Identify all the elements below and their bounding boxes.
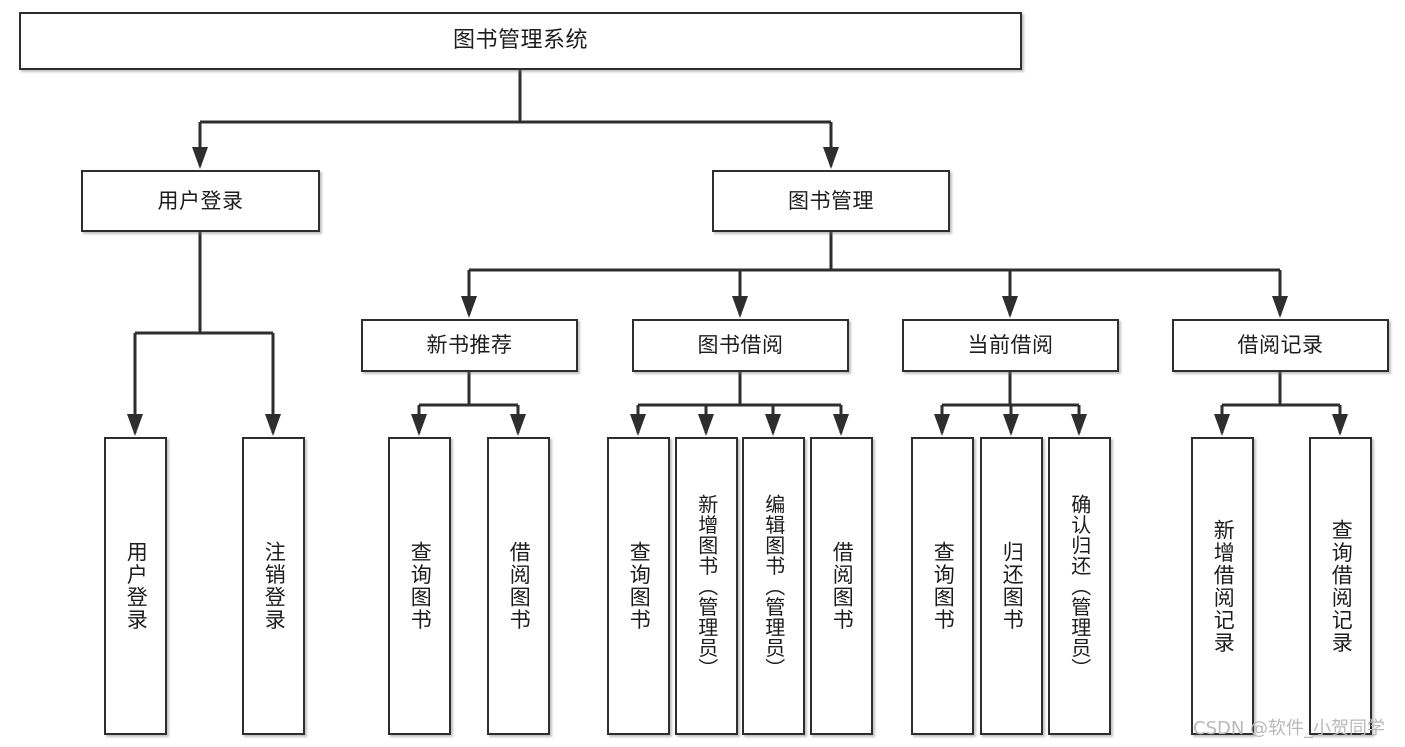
level2-label: 图书管理 (788, 188, 874, 213)
leaf-box-4[interactable]: 查询图书 (607, 437, 670, 735)
leaf-label: 查询图书 (627, 541, 652, 631)
leaf-label: 编辑图书（管理员） (761, 493, 786, 679)
leaf-box-12[interactable]: 查询借阅记录 (1309, 437, 1372, 735)
leaf-label: 借阅图书 (830, 541, 855, 631)
leaf-box-6[interactable]: 编辑图书（管理员） (742, 437, 805, 735)
level3-label: 借阅记录 (1237, 333, 1324, 358)
level2-box-0[interactable]: 用户登录 (81, 170, 320, 232)
leaf-label: 用户登录 (124, 541, 149, 631)
leaf-box-8[interactable]: 查询图书 (911, 437, 974, 735)
level3-label: 新书推荐 (426, 333, 513, 358)
level3-box-3[interactable]: 借阅记录 (1172, 319, 1389, 372)
level3-box-2[interactable]: 当前借阅 (902, 319, 1119, 372)
leaf-box-11[interactable]: 新增借阅记录 (1191, 437, 1254, 735)
leaf-label: 新增图书（管理员） (694, 493, 719, 679)
level3-box-1[interactable]: 图书借阅 (632, 319, 849, 372)
leaf-box-2[interactable]: 查询图书 (388, 437, 451, 735)
leaf-label: 借阅图书 (507, 541, 532, 631)
leaf-label: 查询图书 (408, 541, 433, 631)
leaf-label: 注销登录 (262, 541, 287, 631)
leaf-box-9[interactable]: 归还图书 (980, 437, 1043, 735)
leaf-label: 确认归还（管理员） (1067, 493, 1092, 679)
level2-box-1[interactable]: 图书管理 (712, 170, 950, 232)
leaf-box-7[interactable]: 借阅图书 (810, 437, 873, 735)
watermark-text: CSDN @软件_小贺同学 (1193, 718, 1386, 739)
level2-label: 用户登录 (157, 188, 244, 213)
level3-box-0[interactable]: 新书推荐 (361, 319, 578, 372)
leaf-box-3[interactable]: 借阅图书 (487, 437, 550, 735)
leaf-label: 归还图书 (1000, 541, 1025, 631)
leaf-label: 新增借阅记录 (1211, 518, 1236, 654)
root-label: 图书管理系统 (452, 28, 588, 54)
leaf-label: 查询图书 (931, 541, 956, 631)
level3-label: 图书借阅 (697, 333, 784, 358)
level3-label: 当前借阅 (967, 333, 1054, 358)
leaf-box-10[interactable]: 确认归还（管理员） (1048, 437, 1111, 735)
leaf-box-0[interactable]: 用户登录 (104, 437, 167, 735)
leaf-label: 查询借阅记录 (1329, 518, 1354, 654)
root-box-0[interactable]: 图书管理系统 (19, 12, 1022, 70)
leaf-box-5[interactable]: 新增图书（管理员） (675, 437, 738, 735)
leaf-box-1[interactable]: 注销登录 (242, 437, 305, 735)
